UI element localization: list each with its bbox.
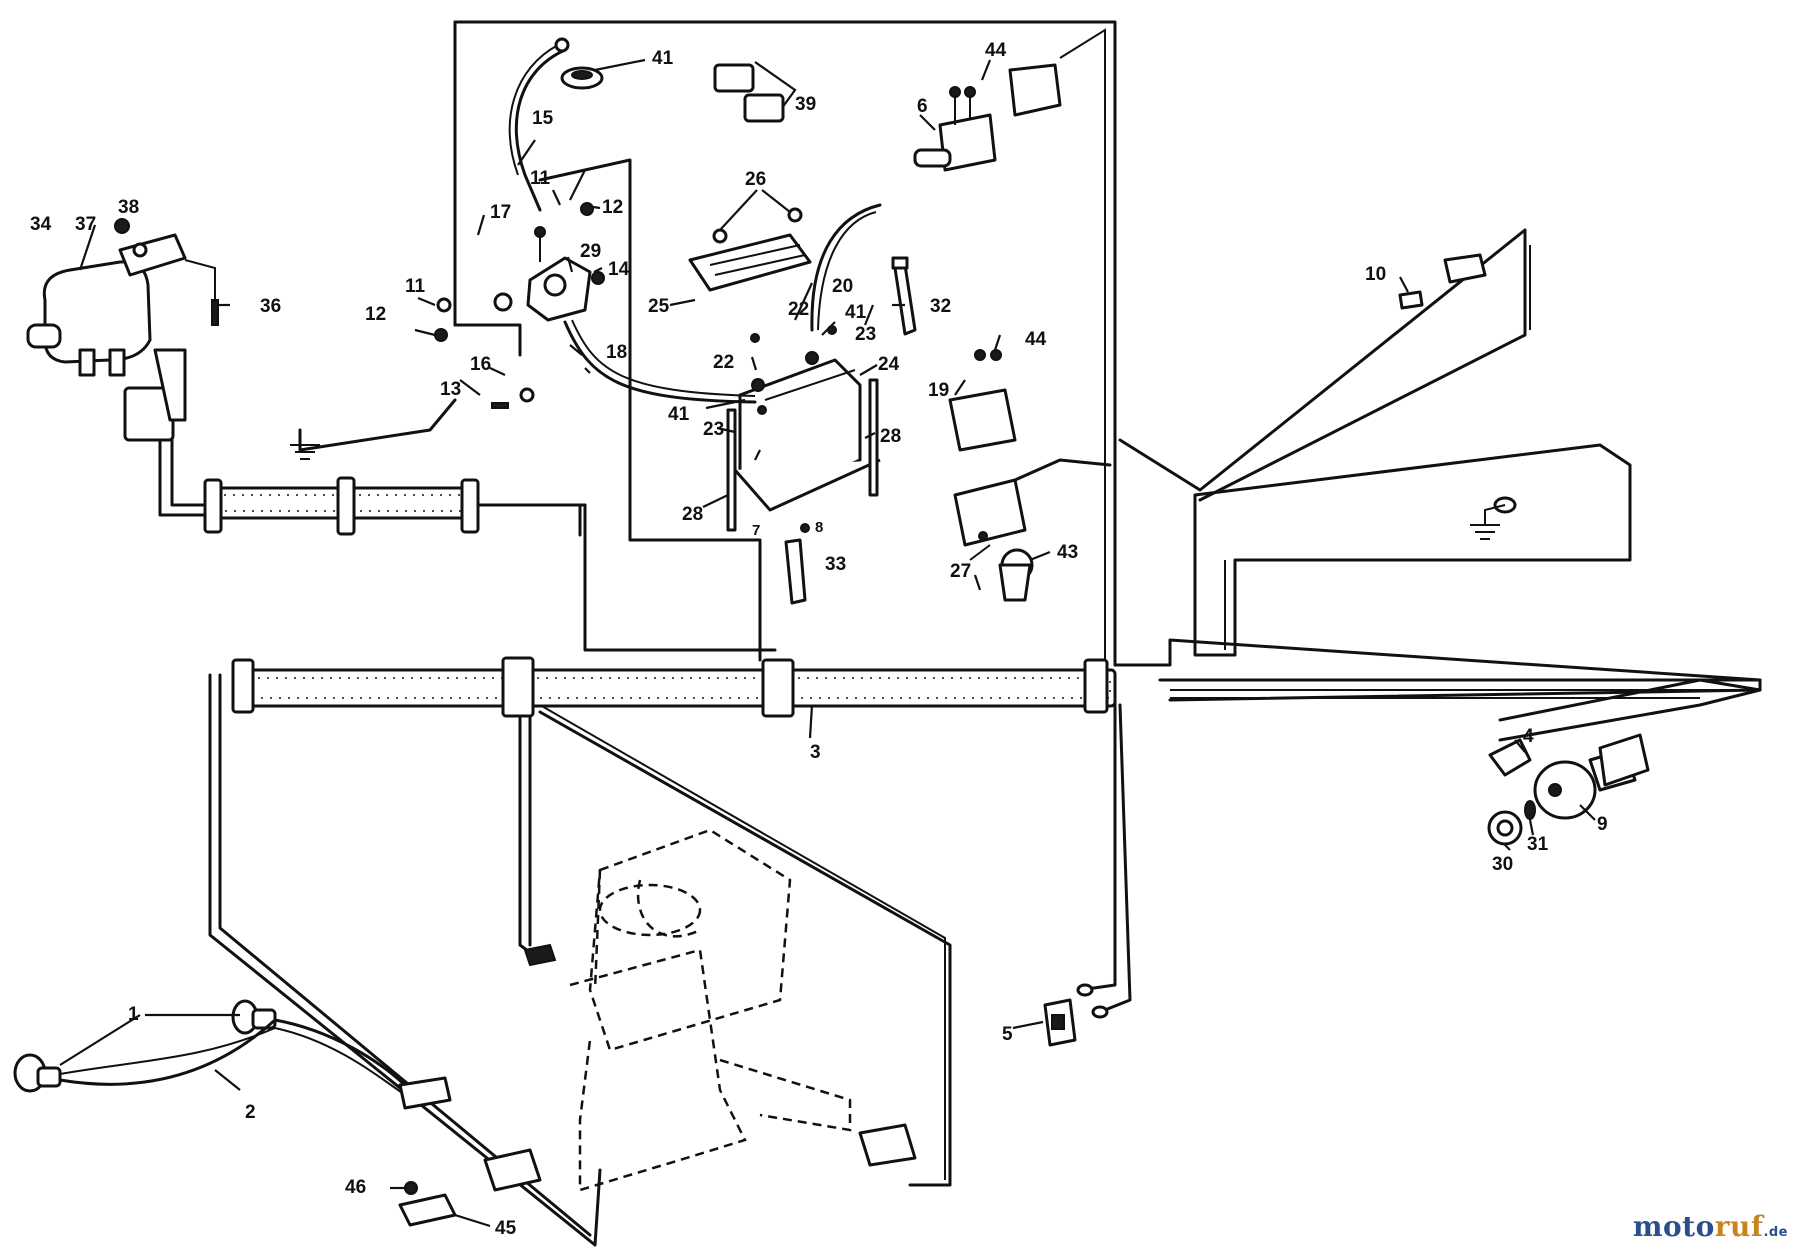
callout-12-left: 12 [365,304,386,325]
hose-33-part [784,538,807,605]
callout-22-lower: 22 [713,352,734,373]
callout-38: 38 [118,197,139,218]
callout-1: 1 [128,1004,139,1025]
callout-20: 20 [832,276,853,297]
callout-14: 14 [608,259,630,280]
callout-41-top: 41 [652,48,674,69]
callout-15: 15 [532,108,554,129]
callout-31: 31 [1527,834,1549,855]
bracket-38-part [114,218,219,326]
callout-7: 7 [752,522,760,539]
grommet-41-part [560,66,604,90]
callout-26: 26 [745,169,766,190]
switch-6-part [913,63,1062,172]
battery-cable-15 [508,37,570,212]
harness-main [231,656,1117,718]
wire-2 [58,1018,412,1096]
connector-2b-part [398,1076,452,1110]
callout-labels: 41 39 44 6 15 11 12 17 26 29 14 20 32 25… [30,40,1608,1239]
callout-11-left: 11 [405,276,426,297]
harness-upper-left [203,476,480,536]
part-5 [1043,998,1077,1047]
callout-18: 18 [606,342,627,363]
callout-44-right: 44 [1025,329,1047,350]
callout-36: 36 [260,296,281,317]
callout-43: 43 [1057,542,1078,563]
callout-3: 3 [810,742,821,763]
fuse-39-part [713,63,785,123]
battery-cover-25-part [688,207,812,292]
callout-30: 30 [1492,854,1513,875]
nut-30-part [1487,810,1523,846]
connector-19b-part [953,458,1112,547]
part-32 [891,256,917,336]
callout-45: 45 [495,1218,517,1239]
battery-24-part [726,351,881,532]
callout-8: 8 [815,519,823,536]
switch-4-part [1488,738,1532,777]
callout-39: 39 [795,94,816,115]
cable-20 [810,203,882,332]
callout-2: 2 [245,1102,256,1123]
ground-symbols [1470,504,1506,540]
callout-22-upper: 22 [788,299,809,320]
callout-41-mid: 41 [845,302,867,323]
callout-32: 32 [930,296,951,317]
callout-28-right: 28 [880,426,901,447]
brand-part-2: ruf [1714,1210,1764,1243]
callout-46: 46 [345,1177,366,1198]
callout-19: 19 [928,380,949,401]
callout-23-upper: 23 [855,324,876,345]
connector-10-part [1398,253,1487,310]
callout-37: 37 [75,214,96,235]
relay-19-part [948,349,1017,452]
callout-12-top: 12 [602,197,623,218]
brand-part-3: .de [1763,1225,1788,1240]
callout-33: 33 [825,554,846,575]
ignition-coil-part [26,260,187,442]
callout-25: 25 [648,296,670,317]
brand-part-1: moto [1632,1210,1715,1243]
callout-16: 16 [470,354,491,375]
solenoid-29-part [493,226,592,322]
hardware-small [434,202,991,561]
connector-lower-part [483,1123,917,1192]
callout-29: 29 [580,241,601,262]
washer-31-part [1524,800,1536,820]
callout-5: 5 [1002,1024,1013,1045]
callout-24: 24 [878,354,900,375]
part-45 [398,1181,457,1227]
callout-17: 17 [490,202,511,223]
callout-4: 4 [1523,726,1534,747]
callout-10: 10 [1365,264,1386,285]
callout-34: 34 [30,214,52,235]
callout-41-lower: 41 [668,404,690,425]
callout-23-lower: 23 [703,419,724,440]
callout-11-top: 11 [530,168,551,189]
callout-13: 13 [440,379,461,400]
callout-27: 27 [950,561,971,582]
callout-44-top: 44 [985,40,1007,61]
motoruf-logo: motoruf.de [1633,1210,1788,1243]
cable-18 [563,319,757,404]
callout-9: 9 [1597,814,1608,835]
wire-routes [158,20,1762,1247]
engine-outline [569,828,852,1192]
part-43 [998,548,1034,602]
leader-lines [59,58,1596,1228]
switch-9-part [1533,733,1650,820]
callout-6: 6 [917,96,928,117]
callout-28-left: 28 [682,504,703,525]
